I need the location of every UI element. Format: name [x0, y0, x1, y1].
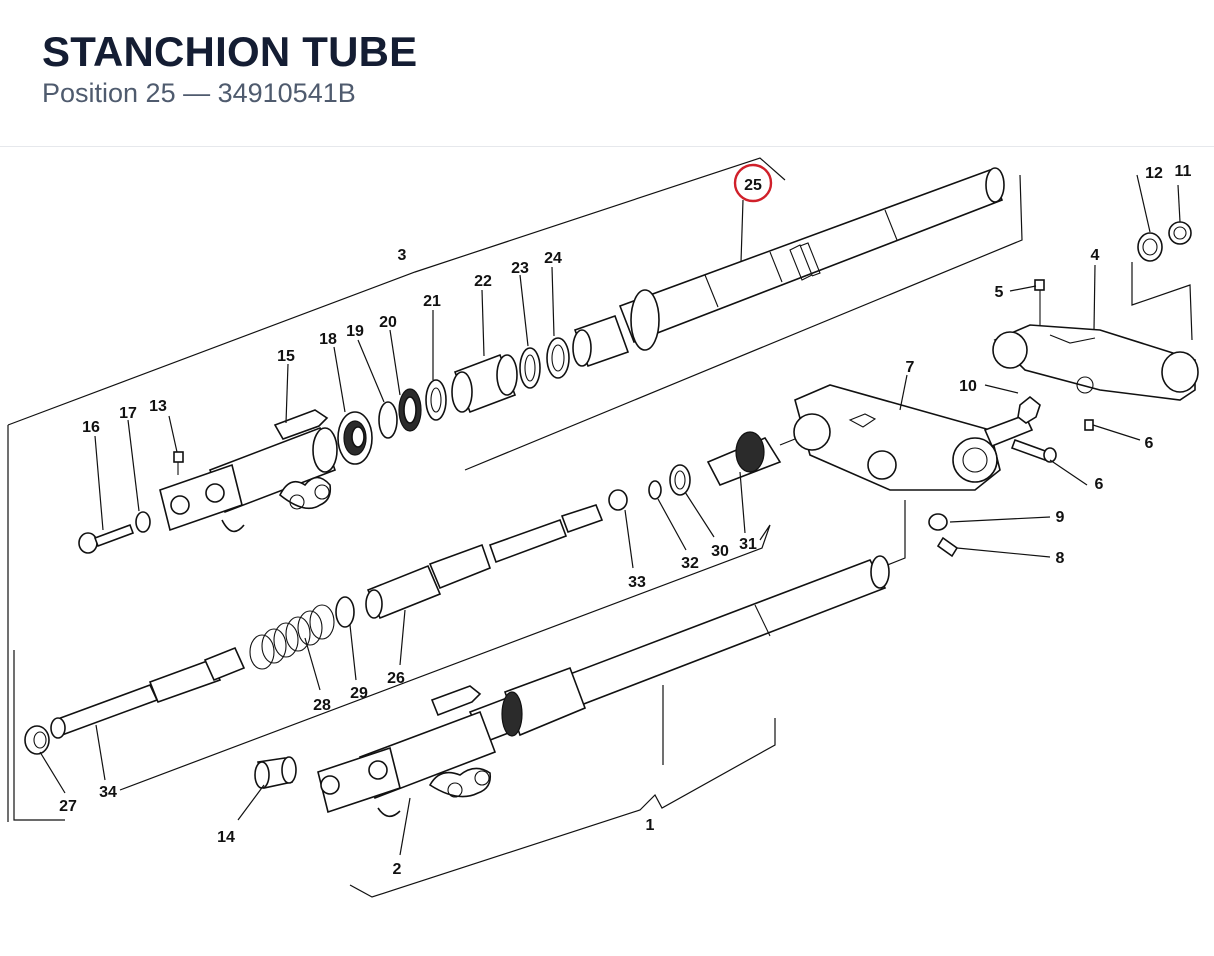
outer-slider-upper[interactable] — [159, 426, 338, 533]
callout-25[interactable]: 25 — [744, 177, 762, 194]
highlight-circle-25 — [733, 163, 773, 203]
stem-10[interactable] — [983, 395, 1041, 448]
upper-triple-clamp-4[interactable] — [992, 324, 1199, 401]
callout-16[interactable]: 16 — [82, 419, 100, 436]
callout-30[interactable]: 30 — [711, 543, 729, 560]
bushing-14[interactable] — [254, 756, 297, 789]
callout-8[interactable]: 8 — [1056, 550, 1065, 567]
nut-33[interactable] — [608, 489, 628, 511]
callout-11[interactable]: 11 — [1175, 163, 1192, 180]
cap-11[interactable] — [1168, 221, 1192, 245]
bolt-6-lower[interactable] — [1010, 438, 1057, 463]
washer-30[interactable] — [669, 464, 691, 496]
nut-27[interactable] — [24, 725, 50, 755]
callout-1[interactable]: 1 — [646, 817, 655, 834]
dust-seal-18[interactable] — [337, 411, 373, 465]
callout-32[interactable]: 32 — [681, 555, 699, 572]
callout-20[interactable]: 20 — [379, 314, 397, 331]
callout-23[interactable]: 23 — [511, 260, 529, 277]
part-position-subtitle: Position 25 — 34910541B — [42, 78, 356, 108]
callout-26[interactable]: 26 — [387, 670, 405, 687]
screw-8[interactable] — [936, 536, 959, 558]
callout-15[interactable]: 15 — [277, 348, 295, 365]
lower-triple-clamp-7[interactable] — [793, 384, 1001, 491]
callout-5[interactable]: 5 — [995, 284, 1004, 301]
callout-28[interactable]: 28 — [313, 697, 331, 714]
page-header: STANCHION TUBE Position 25 — 34910541B — [0, 0, 1214, 147]
nut-9[interactable] — [928, 513, 948, 531]
callout-2[interactable]: 2 — [393, 861, 402, 878]
screw-13[interactable] — [173, 451, 184, 475]
callout-27[interactable]: 27 — [59, 798, 77, 815]
exploded-fork-diagram: 25 1 2 3 4 5 6 6 7 8 9 10 11 12 13 14 15… — [7, 157, 1199, 898]
callout-13[interactable]: 13 — [149, 398, 167, 415]
assembly-frame-1 — [349, 500, 906, 898]
callout-17[interactable]: 17 — [119, 405, 137, 422]
ring-24[interactable] — [546, 337, 570, 379]
washer-29[interactable] — [335, 596, 355, 628]
callout-6-lower[interactable]: 6 — [1095, 476, 1104, 493]
callout-7[interactable]: 7 — [906, 359, 915, 376]
callout-6-upper[interactable]: 6 — [1145, 435, 1154, 452]
callout-24[interactable]: 24 — [544, 250, 562, 267]
callout-34[interactable]: 34 — [99, 784, 117, 801]
ring-19[interactable] — [378, 401, 398, 439]
slider-lower-2[interactable] — [317, 685, 497, 818]
callout-12[interactable]: 12 — [1145, 165, 1163, 182]
callout-9[interactable]: 9 — [1056, 509, 1065, 526]
assembly-frame-3 — [7, 157, 1023, 822]
callout-22[interactable]: 22 — [474, 273, 492, 290]
washer-17[interactable] — [135, 511, 151, 533]
spring-28[interactable] — [249, 604, 335, 670]
callout-18[interactable]: 18 — [319, 331, 337, 348]
assembly-frame-4 — [1131, 262, 1193, 341]
callout-19[interactable]: 19 — [346, 323, 364, 340]
damper-rod-34[interactable] — [50, 646, 246, 739]
clip-15[interactable] — [273, 409, 329, 440]
bolt-6-upper[interactable] — [1084, 419, 1094, 431]
screw-16[interactable] — [78, 523, 135, 554]
oring-12[interactable] — [1137, 232, 1163, 262]
callout-10[interactable]: 10 — [959, 378, 977, 395]
guide-bush[interactable] — [572, 314, 630, 368]
callout-21[interactable]: 21 — [423, 293, 441, 310]
seal-20[interactable] — [398, 388, 422, 432]
bolt-5[interactable] — [1034, 279, 1045, 325]
tube-spacer[interactable] — [488, 504, 604, 564]
stanchion-tube-25[interactable] — [618, 167, 1005, 351]
callout-29[interactable]: 29 — [350, 685, 368, 702]
spacer-26[interactable] — [365, 543, 492, 620]
fork-leg-1[interactable] — [468, 555, 890, 744]
leader-lines — [39, 174, 1181, 856]
callout-14[interactable]: 14 — [217, 829, 235, 846]
bushing-23[interactable] — [519, 347, 541, 389]
callout-labels: 1 2 3 4 5 6 6 7 8 9 10 11 12 13 14 15 16… — [59, 163, 1191, 878]
washer-32[interactable] — [648, 480, 662, 500]
adjuster-31[interactable] — [706, 431, 801, 487]
page-title: STANCHION TUBE — [42, 28, 418, 75]
callout-4[interactable]: 4 — [1091, 247, 1100, 264]
callout-3[interactable]: 3 — [398, 247, 407, 264]
cartridge-tube-22[interactable] — [451, 353, 518, 414]
seal-21[interactable] — [425, 379, 447, 421]
callout-33[interactable]: 33 — [628, 574, 646, 591]
callout-31[interactable]: 31 — [739, 536, 757, 553]
